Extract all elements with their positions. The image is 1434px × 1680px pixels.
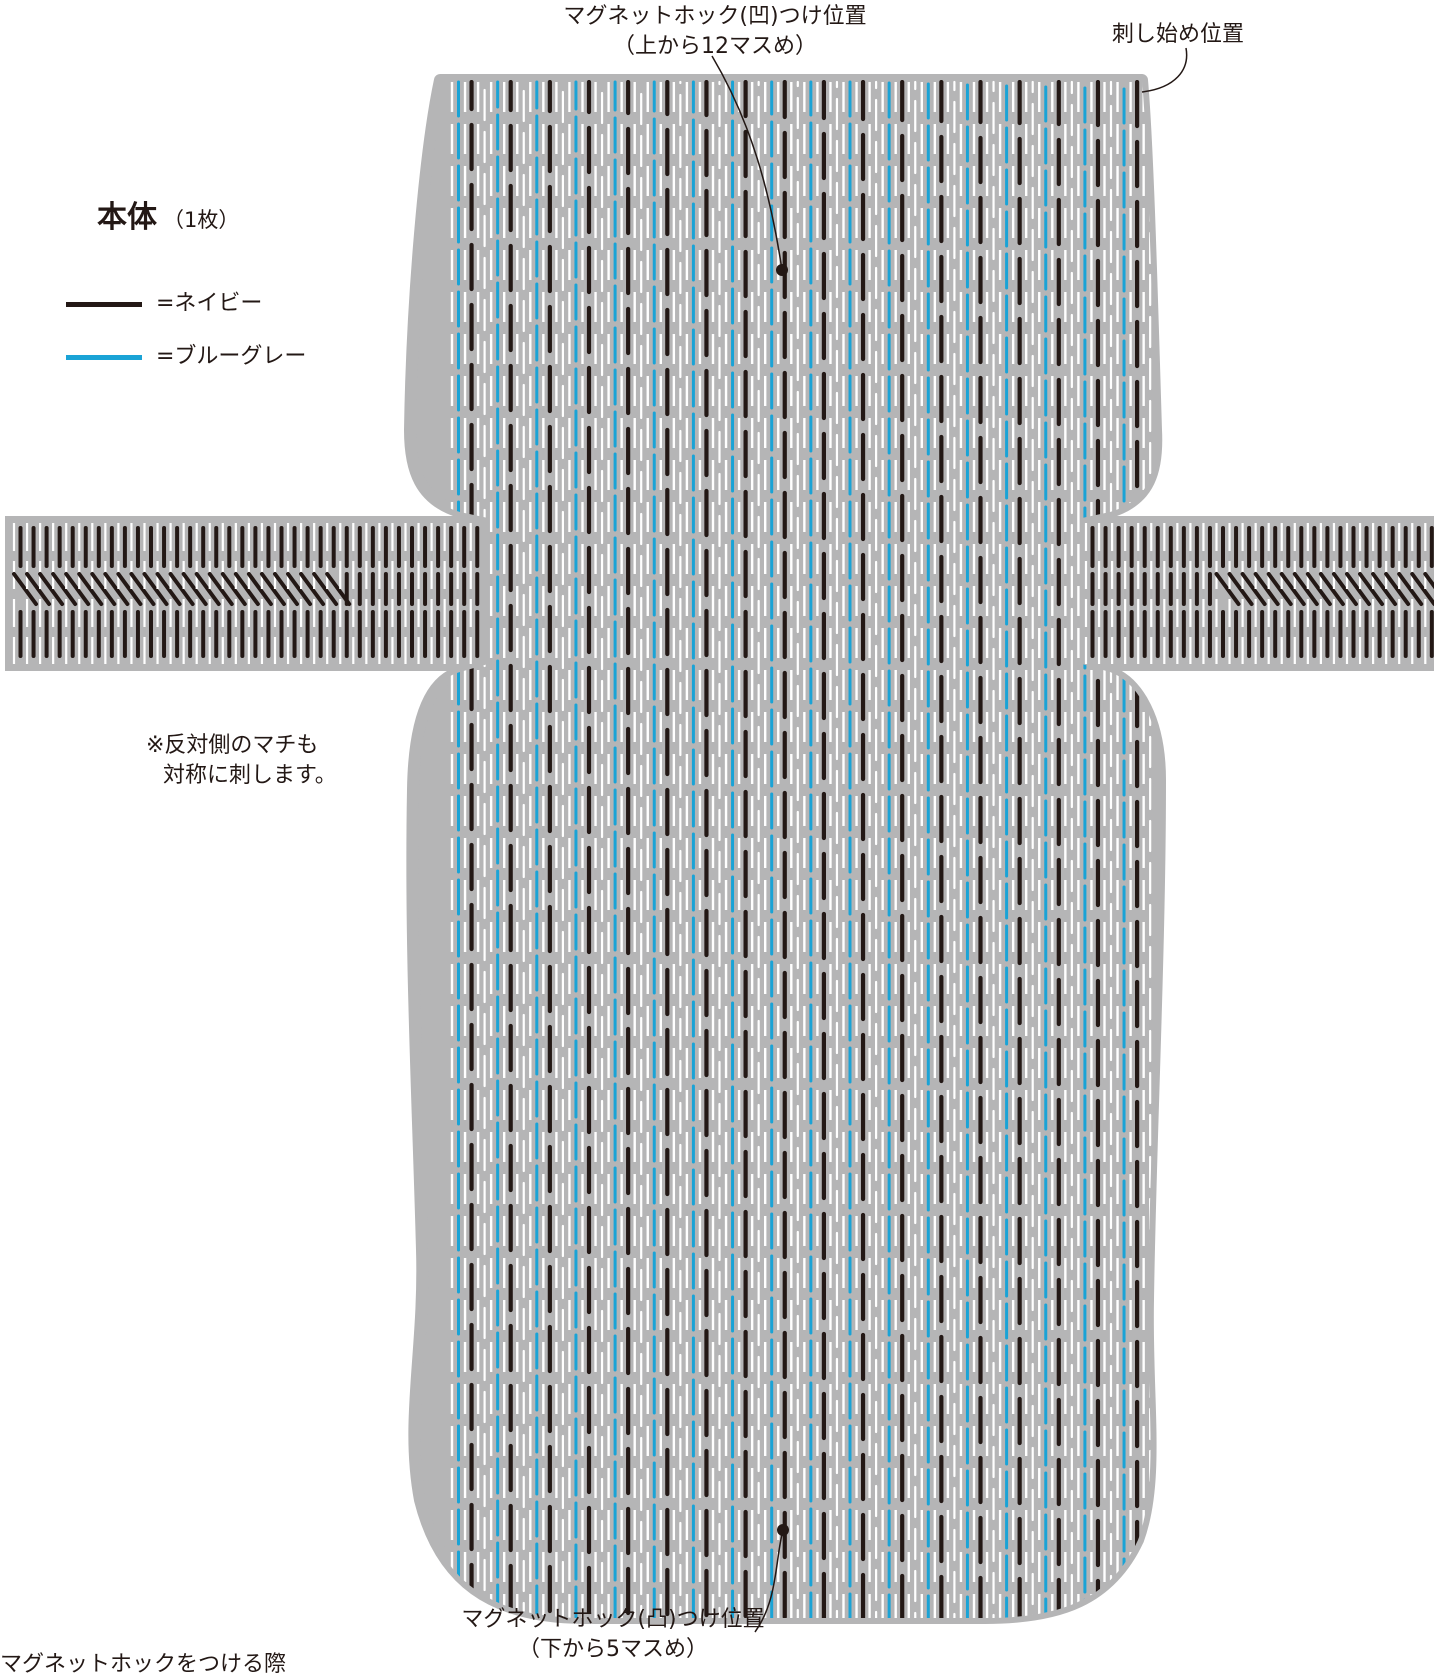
gusset-diagonal (246, 572, 273, 606)
gusset-diagonal (1331, 572, 1358, 606)
gusset-diagonal (116, 572, 143, 606)
gusset-diagonal (38, 572, 65, 606)
bottom-magnet-line2: （下から5マスめ） (518, 1637, 708, 1662)
gusset-diagonal (103, 572, 130, 606)
gusset-diagonal (1384, 572, 1411, 606)
gusset-diagonal (142, 572, 169, 606)
title-sub: （1枚） (163, 208, 240, 232)
gusset-diagonal (1214, 572, 1241, 606)
navy-swatch (66, 302, 142, 307)
gusset-diagonal (1423, 572, 1434, 590)
bottom-magnet-line1: マグネットホック(凸)つけ位置 (461, 1607, 765, 1632)
gusset-diagonal (1371, 572, 1398, 606)
gusset-diagonal (1227, 572, 1254, 606)
gusset-diagonal (220, 572, 247, 606)
legend-navy-label: =ネイビー (156, 291, 263, 316)
gusset-diagonal (194, 572, 221, 606)
gusset-diagonal (155, 572, 182, 606)
body-fill (404, 74, 1166, 1624)
gusset-diagonal (1397, 572, 1424, 606)
gusset-diagonal (286, 572, 313, 606)
top-magnet-line2: （上から12マスめ） (613, 34, 817, 59)
gusset-diagonal (1253, 572, 1280, 606)
gusset-diagonal (168, 572, 195, 606)
gusset-diagonal (207, 572, 234, 606)
top-magnet-leader (711, 55, 783, 271)
leader-lines (711, 47, 1188, 1633)
bottom-magnet-leader (754, 1529, 784, 1633)
gusset-diagonal (1292, 572, 1319, 606)
note-line2: 対称に刺します。 (163, 763, 337, 788)
left-gusset-stitches (12, 523, 480, 664)
cut-off-note: マグネットホックをつける際 (0, 1652, 287, 1677)
top-magnet-dot (776, 264, 788, 276)
gusset-diagonal (1240, 572, 1267, 606)
legend-bluegray-label: =ブルーグレー (156, 344, 307, 369)
gusset-diagonal (181, 572, 208, 606)
body-outline (404, 74, 1166, 1624)
body-stitches (450, 80, 1152, 1618)
gusset-diagonal (1305, 572, 1332, 606)
gusset-diagonal (64, 572, 91, 606)
gusset-diagonal (129, 572, 156, 606)
gusset-diagonal (77, 572, 104, 606)
pattern-title: 本体（1枚） (97, 192, 239, 236)
gusset-diagonal (259, 572, 286, 606)
gusset-diagonal (1358, 572, 1385, 606)
start-position-leader (1141, 47, 1188, 93)
gusset-diagonal (273, 572, 299, 606)
gusset-diagonal (1410, 572, 1434, 606)
gusset-diagonal (25, 572, 52, 606)
gusset-diagonal (312, 572, 339, 606)
gusset-diagonal (1266, 572, 1293, 606)
note-label: ※反対側のマチも 対称に刺します。 (146, 731, 337, 791)
start-position-label: 刺し始め位置 (1112, 22, 1245, 47)
gusset-diagonal (1345, 572, 1371, 606)
gusset-diagonal (1279, 572, 1306, 606)
gusset-diagonal (1318, 572, 1345, 606)
gusset-diagonal (233, 572, 260, 606)
bottom-magnet-label: マグネットホック(凸)つけ位置 （下から5マスめ） (438, 1605, 788, 1665)
right-gusset-stitches (1084, 523, 1434, 664)
gusset-diagonal (12, 572, 38, 606)
title-main: 本体 (97, 200, 157, 235)
gusset-diagonal (90, 572, 117, 606)
gusset-diagonal (299, 572, 326, 606)
gusset-diagonal (51, 572, 78, 606)
note-line1: ※反対側のマチも (146, 733, 319, 758)
top-magnet-line1: マグネットホック(凹)つけ位置 (563, 4, 867, 29)
top-magnet-label: マグネットホック(凹)つけ位置 （上から12マスめ） (555, 2, 875, 62)
bluegray-swatch (66, 355, 142, 360)
